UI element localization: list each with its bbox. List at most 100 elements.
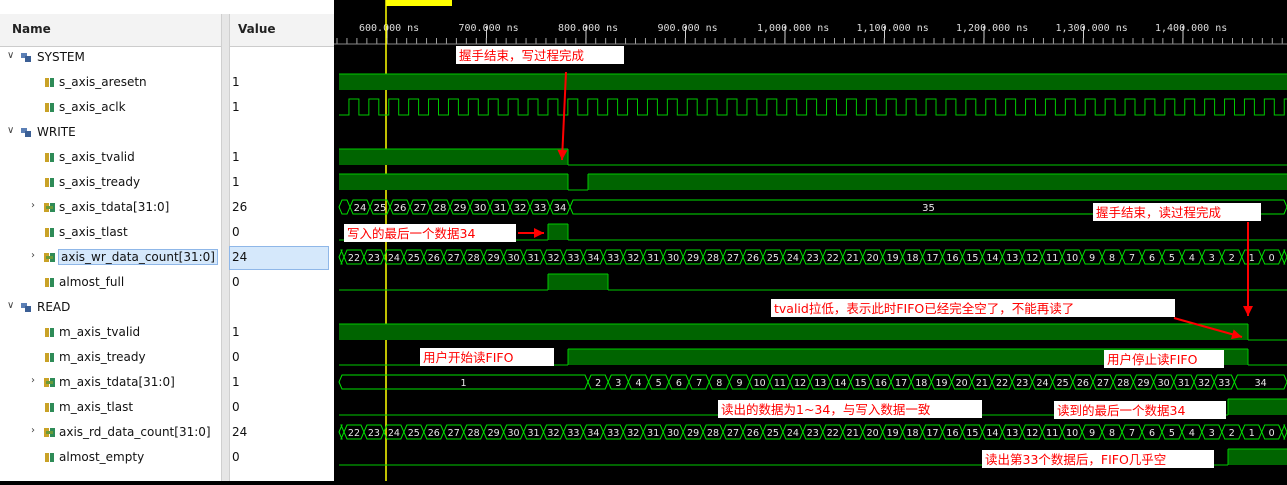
wave-high-fill xyxy=(339,174,568,190)
bus-value: 19 xyxy=(887,428,899,439)
bus-value: 10 xyxy=(1066,253,1078,264)
bus-value: 25 xyxy=(767,253,779,264)
signal-value-s-axis-aclk: 1 xyxy=(232,100,240,114)
chevron-right-icon[interactable]: › xyxy=(31,250,35,261)
wave-high-fill xyxy=(339,324,1248,340)
bus-value: 32 xyxy=(627,428,639,439)
bus-value: 23 xyxy=(368,428,380,439)
bus-value: 22 xyxy=(348,428,360,439)
signal-name-m-axis-tvalid: m_axis_tvalid xyxy=(59,325,141,339)
bus-value: 7 xyxy=(1129,428,1135,439)
chevron-down-icon[interactable]: ∨ xyxy=(7,50,15,61)
signal-icon xyxy=(45,78,54,87)
bus-value: 3 xyxy=(1209,253,1215,264)
bus-value: 31 xyxy=(494,203,507,214)
signal-row[interactable]: ∨SYSTEM xyxy=(0,45,334,70)
bus-value: 35 xyxy=(922,203,935,214)
name-column-header[interactable]: Name xyxy=(12,22,51,36)
bus-value: 22 xyxy=(348,253,360,264)
wave-high-fill xyxy=(339,74,1287,90)
bus-value: 9 xyxy=(1089,428,1095,439)
timeline-label: 700.000 ns xyxy=(459,23,519,34)
bus-value: 6 xyxy=(676,378,682,389)
bus-value: 29 xyxy=(1137,378,1149,389)
bus-value: 26 xyxy=(1077,378,1089,389)
wave-high-fill xyxy=(548,224,568,240)
bus-icon xyxy=(44,253,55,262)
bus-value: 11 xyxy=(1046,253,1058,264)
bus-value: 26 xyxy=(747,428,759,439)
timeline-label: 1,300.000 ns xyxy=(1056,23,1128,34)
signal-row[interactable]: ›m_axis_tdata[31:0]1 xyxy=(0,370,334,395)
bus-value: 8 xyxy=(716,378,722,389)
bus-value: 14 xyxy=(986,428,998,439)
signal-name-s-axis-tvalid: s_axis_tvalid xyxy=(59,150,135,164)
bus-value: 27 xyxy=(1097,378,1109,389)
signal-value-s-axis-aresetn: 1 xyxy=(232,75,240,89)
annotation-stop-read-bg xyxy=(1104,350,1224,368)
chevron-right-icon[interactable]: › xyxy=(31,425,35,436)
bus-value: 10 xyxy=(1066,428,1078,439)
wave-high-fill xyxy=(1228,449,1287,465)
bus-value: 0 xyxy=(1269,428,1275,439)
annotation-tvalid-low-bg xyxy=(771,299,1175,317)
signal-name-m-axis-tready: m_axis_tready xyxy=(59,350,146,364)
chevron-down-icon[interactable]: ∨ xyxy=(7,300,15,311)
signal-row[interactable]: ∨READ xyxy=(0,295,334,320)
bus-value: 12 xyxy=(1026,428,1038,439)
signal-value-m-axis-tlast: 0 xyxy=(232,400,240,414)
wave-high-fill xyxy=(568,349,1248,365)
signal-row[interactable]: ›s_axis_tdata[31:0]26 xyxy=(0,195,334,220)
timeline-label: 1,200.000 ns xyxy=(956,23,1028,34)
bus-value: 17 xyxy=(895,378,907,389)
bus-value: 32 xyxy=(1198,378,1210,389)
column-header: Name Value xyxy=(0,14,334,47)
bus-icon xyxy=(44,428,55,437)
clock-wave xyxy=(339,98,1287,116)
signal-name-almost-full: almost_full xyxy=(59,275,125,289)
bus-value: 22 xyxy=(996,378,1008,389)
bus-value: 1 xyxy=(460,378,466,389)
signal-value-almost-empty: 0 xyxy=(232,450,240,464)
bus-value: 17 xyxy=(926,428,938,439)
bus-value: 5 xyxy=(1169,428,1175,439)
annotation-last-read: 读到的最后一个数据34 xyxy=(1057,403,1185,418)
signal-row[interactable]: ›axis_wr_data_count[31:0]24 xyxy=(0,245,334,270)
bus-value: 11 xyxy=(774,378,786,389)
bus-value: 24 xyxy=(388,253,400,264)
signal-row[interactable]: ›axis_rd_data_count[31:0]24 xyxy=(0,420,334,445)
bus-value: 15 xyxy=(855,378,867,389)
chevron-right-icon[interactable]: › xyxy=(31,375,35,386)
bus-value: 30 xyxy=(667,428,679,439)
bus-value: 16 xyxy=(946,428,958,439)
signal-name-s-axis-tlast: s_axis_tlast xyxy=(59,225,128,239)
annotation-start-read: 用户开始读FIFO xyxy=(423,350,514,365)
bus-value: 5 xyxy=(656,378,662,389)
chevron-right-icon[interactable]: › xyxy=(31,200,35,211)
signal-row[interactable]: ∨WRITE xyxy=(0,120,334,145)
bus-value: 15 xyxy=(966,428,978,439)
signal-name-axis-wr-data-count-31-0-: axis_wr_data_count[31:0] xyxy=(58,249,218,265)
bus-value: 33 xyxy=(567,428,579,439)
bus-value: 34 xyxy=(587,253,599,264)
bus-value: 30 xyxy=(1158,378,1170,389)
annotation-start-read-bg xyxy=(420,348,554,366)
chevron-down-icon[interactable]: ∨ xyxy=(7,125,15,136)
value-column-header[interactable]: Value xyxy=(238,22,276,36)
signal-icon xyxy=(45,228,54,237)
bus-value: 32 xyxy=(627,253,639,264)
bus-value: 29 xyxy=(488,428,500,439)
